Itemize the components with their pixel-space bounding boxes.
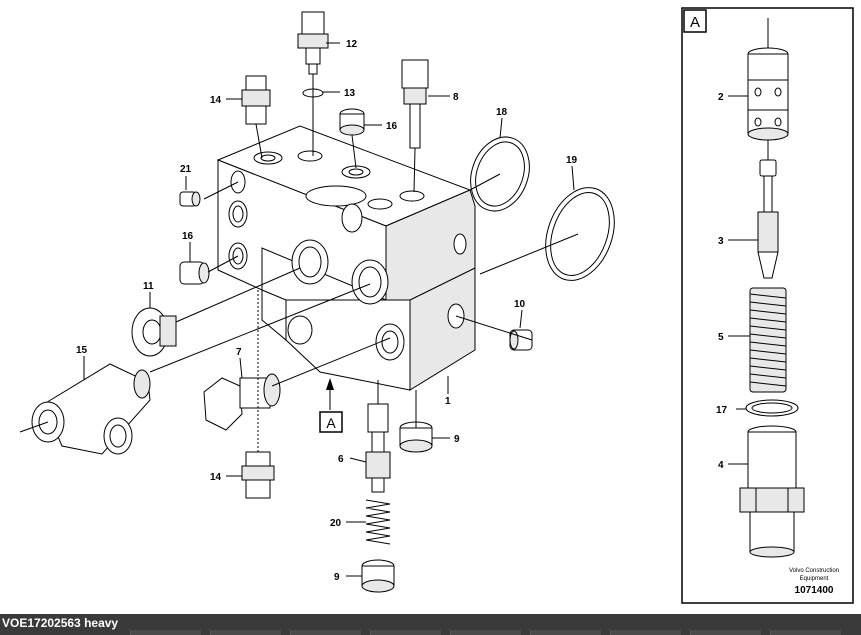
footer-tab-8[interactable] [690,630,761,635]
valve-part-7 [203,373,281,431]
brand-line-2: Equipment [800,576,829,582]
spring-part-20 [365,499,391,545]
callout-16-lower: 16 [182,231,194,242]
callout-14-lower: 14 [210,472,222,483]
plug-part-9-lower [361,559,395,593]
plug-part-16-lower [179,261,210,285]
callout-9-lower: 9 [334,572,340,583]
drawing-number: 1071400 [795,585,834,596]
spool-part-6 [365,403,391,493]
leader-lines [19,42,579,577]
footer-tab-6[interactable] [530,630,601,635]
o-ring-part-19-inner [550,192,610,276]
body-part-4 [739,425,805,558]
callout-1: 1 [445,396,451,407]
detail-panel-marker: A [690,14,700,31]
callout-11: 11 [143,281,154,292]
callout-14-upper: 14 [210,95,222,106]
callout-12: 12 [346,39,358,50]
footer-tab-7[interactable] [610,630,681,635]
footer-tab-2[interactable] [210,630,281,635]
callout-20: 20 [330,518,342,529]
callout-19: 19 [566,155,578,166]
brand-line-1: Volvo Construction [789,568,839,574]
footer-tab-4[interactable] [370,630,441,635]
poppet-part-3 [759,159,777,177]
callout-2: 2 [718,92,724,103]
view-marker-label: A [326,415,336,431]
footer-tab-5[interactable] [450,630,521,635]
detail-panel-a: A [681,7,854,604]
footer-tab-1[interactable] [130,630,201,635]
view-marker-a: A [319,378,343,433]
fitting-part-15 [31,363,151,455]
callout-16-upper: 16 [386,121,398,132]
callout-9-upper: 9 [454,434,460,445]
callout-10: 10 [514,299,526,310]
spring-part-5 [749,287,787,393]
fitting-part-14-lower [241,451,275,499]
callout-4: 4 [718,460,724,471]
callout-18: 18 [496,107,508,118]
footer-tab-9[interactable] [770,630,841,635]
footer-label: VOE17202563 heavy [2,616,119,630]
callout-17: 17 [716,405,728,416]
callout-5: 5 [718,332,724,343]
plug-part-11 [131,307,177,357]
plug-part-10 [509,329,533,351]
callout-3: 3 [718,236,724,247]
footer-bar: VOE17202563 heavy [0,614,861,635]
callout-21: 21 [180,164,192,175]
sensor-part-12 [297,11,329,75]
callout-15: 15 [76,345,88,356]
plug-part-21 [179,191,201,207]
fitting-part-14-upper [241,75,271,125]
footer-tab-3[interactable] [290,630,361,635]
callout-8: 8 [453,92,459,103]
callout-6: 6 [338,454,344,465]
callout-7: 7 [236,347,242,358]
plug-part-16-upper [339,108,365,136]
sensor-part-8 [401,59,429,149]
valve-block [216,125,476,391]
callout-13: 13 [344,88,356,99]
